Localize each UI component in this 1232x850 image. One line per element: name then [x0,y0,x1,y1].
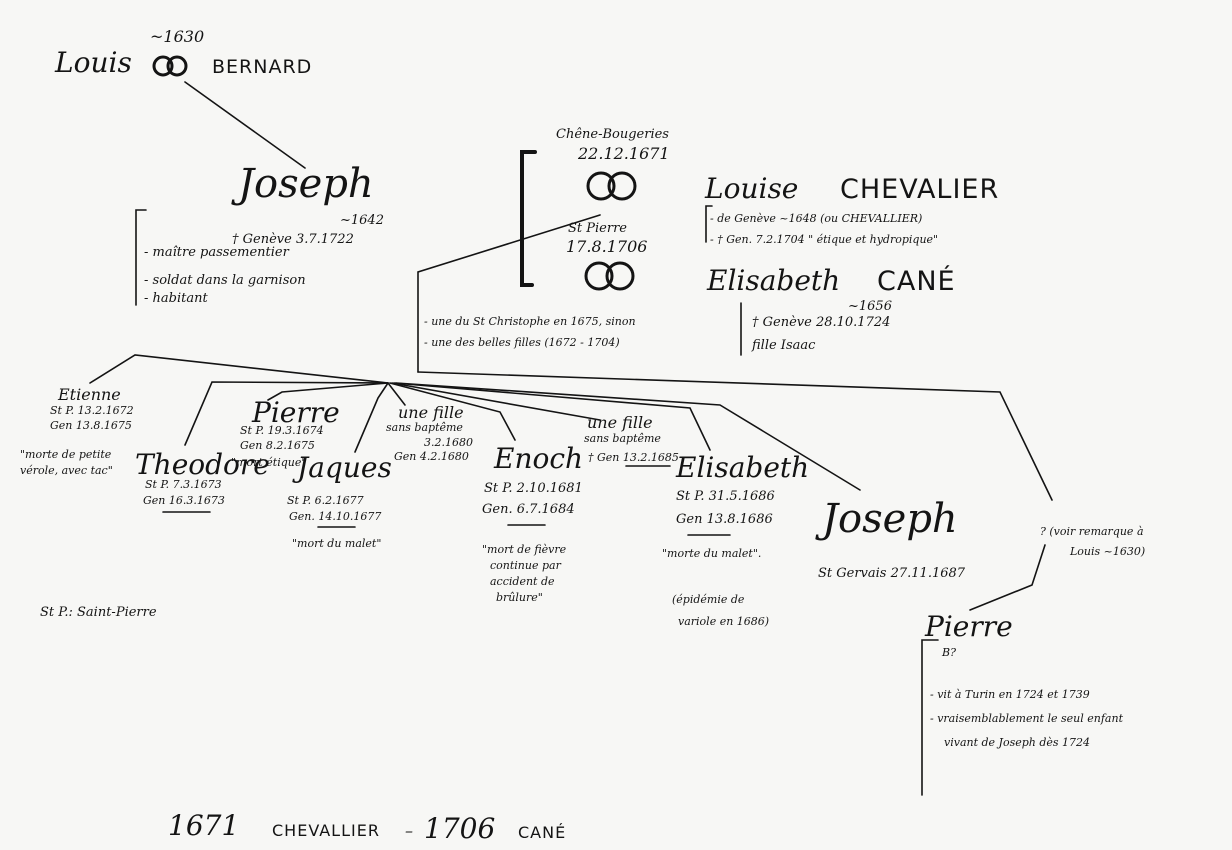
branch-etienne [89,354,389,384]
child-theodore-line-1: St P. 7.3.1673 [145,478,222,491]
wife-1-note-1: - de Genève ~1648 (ou CHEVALLIER) [710,212,922,225]
child-jaques-line-2: Gen. 14.10.1677 [289,510,381,523]
child-pierre-name: Pierre [251,396,340,429]
wife-2-father: fille Isaac [751,338,816,353]
child-theodore-line-2: Gen 16.3.1673 [143,494,225,507]
joseph-name: Joseph [231,161,374,207]
marriage-1-place: Chêne-Bougeries [556,127,669,142]
child-fille-1-line-3: Gen 4.2.1680 [394,450,469,463]
child-pierre-jr-name: Pierre [924,610,1013,643]
joseph-note-2: - soldat dans la garnison [144,273,306,288]
footer-name-1: CHEVALLIER [272,821,380,840]
child-elisabeth-line-2: Gen 13.8.1686 [676,512,773,527]
joseph-note-3: - habitant [144,291,208,306]
child-pierre-jr-line-3: - vit à Turin en 1724 et 1739 [930,688,1090,701]
marriage-1-date: 22.12.1671 [577,144,670,163]
joseph-birth: ~1642 [340,213,384,228]
branch-fille-2 [391,382,601,421]
child-joseph-line-1: St Gervais 27.11.1687 [818,566,966,581]
child-pierre-jr-line-1: B? [941,646,956,659]
child-enoch-note-4: brûlure" [496,591,543,604]
branch-to-pierre-upper [417,371,1053,501]
child-fille-1-line-1: sans baptême [386,421,463,434]
wife-2-first-name: Elisabeth [706,264,840,297]
child-joseph-name: Joseph [815,496,958,542]
marriage-2-date: 17.8.1706 [566,237,647,256]
child-enoch-name: Enoch [493,442,583,475]
marriages-bracket [520,150,537,287]
child-pierre-line-1: St P. 19.3.1674 [240,424,324,437]
child-fille-1-name: une fille [398,403,464,422]
child-enoch-line-1: St P. 2.10.1681 [484,481,583,496]
wife-1-first-name: Louise [704,172,798,205]
child-etienne-name: Etienne [57,385,121,404]
child-fille-2-line-1: sans baptême [584,432,661,445]
child-fille-1-line-2: 3.2.1680 [424,436,473,449]
child-elisabeth-name: Elisabeth [675,451,809,484]
epidemic-note-1: (épidémie de [672,593,745,606]
child-pierre-jr-bracket [921,639,939,796]
wife-1-surname: CHEVALIER [840,174,999,205]
branch-elisabeth [393,382,711,451]
child-etienne-line-2: Gen 13.8.1675 [50,419,132,432]
child-enoch-line-2: Gen. 6.7.1684 [482,502,575,517]
epidemic-note-2: variole en 1686) [678,615,769,628]
wife-2-surname: CANÉ [877,265,956,297]
footer-name-2: CANÉ [518,823,566,842]
marriage-note-1: - une du St Christophe en 1675, sinon [424,315,636,328]
louis-first-name: Louis [54,46,132,79]
louis-surname: BERNARD [212,56,312,78]
child-jaques-line-1: St P. 6.2.1677 [287,494,364,507]
legend-text: St P.: Saint-Pierre [40,605,157,620]
wife-1-bracket [705,205,713,243]
branch-pierre [267,382,389,401]
child-etienne-note-2: vérole, avec tac" [20,464,113,477]
child-elisabeth-note: "morte du malet". [662,547,761,560]
child-theodore-name: Theodore [135,448,270,481]
child-enoch-note-3: accident de [490,575,555,588]
marriage-symbol-louis [152,55,188,77]
child-elisabeth-line-1: St P. 31.5.1686 [676,489,775,504]
child-pierre-jr-line-4: - vraisemblablement le seul enfant [930,712,1124,725]
footer-year-1: 1671 [168,809,239,842]
marriage-2-place: St Pierre [568,221,627,236]
child-etienne-line-1: St P. 13.2.1672 [50,404,134,417]
joseph-notes-bracket [135,209,147,306]
wife-1-note-2: - † Gen. 7.2.1704 " étique et hydropique… [710,233,938,246]
branch-enoch [389,382,516,441]
link-marriage-note [417,214,601,373]
branch-fille-1 [387,382,406,406]
child-enoch-note-2: continue par [490,559,562,572]
marriage-1-symbol [586,171,637,201]
pierre-question-note-2: Louis ~1630) [1069,545,1145,558]
joseph-note-1: - maître passementier [144,245,290,260]
child-fille-2-name: une fille [587,413,653,432]
child-etienne-note-1: "morte de petite [20,448,112,461]
link-louis-joseph [184,81,306,169]
child-jaques-name: Jaques [292,451,392,484]
branch-jaques [354,382,389,453]
branch-joseph-jr [395,382,861,491]
child-enoch-note-1: "mort de fièvre [482,543,567,556]
wife-2-birth: ~1656 [848,299,892,314]
branch-to-pierre-lower [969,544,1046,611]
marriage-2-symbol [584,261,635,291]
wife-2-death: † Genève 28.10.1724 [752,315,890,330]
marriage-note-2: - une des belles filles (1672 - 1704) [424,336,620,349]
footer-year-2: 1706 [424,812,495,845]
branch-theodore [184,381,389,446]
child-fille-2-line-2: † Gen 13.2.1685 [588,451,679,464]
louis-circa-year: ~1630 [150,27,204,46]
joseph-death: † Genève 3.7.1722 [232,232,354,247]
child-pierre-line-2: Gen 8.2.1675 [240,439,315,452]
pierre-question-note-1: ? (voir remarque à [1040,525,1144,538]
child-jaques-note: "mort du malet" [292,537,381,550]
child-pierre-note: "mort étique" [231,456,306,469]
child-pierre-jr-line-5: vivant de Joseph dès 1724 [944,736,1090,749]
footer-separator: – [405,821,413,840]
